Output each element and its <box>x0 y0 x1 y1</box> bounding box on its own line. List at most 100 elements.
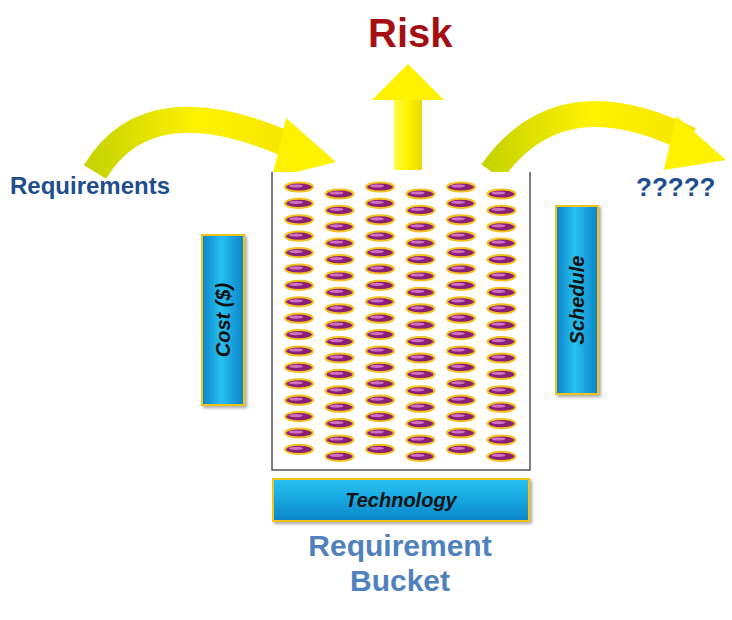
bead-highlight <box>451 250 465 253</box>
bead <box>447 428 475 437</box>
bead <box>366 412 394 421</box>
bead <box>447 330 475 339</box>
bead <box>285 297 313 306</box>
bead <box>326 304 354 313</box>
bead <box>447 232 475 241</box>
bead-highlight <box>411 290 425 293</box>
bead-highlight <box>330 257 344 260</box>
bead <box>366 428 394 437</box>
bead <box>407 435 435 444</box>
bead <box>447 264 475 273</box>
bead <box>366 330 394 339</box>
bead-highlight <box>330 405 344 408</box>
bead-highlight <box>330 437 344 440</box>
technology-bar: Technology <box>272 478 530 522</box>
bead <box>326 288 354 297</box>
bead <box>366 396 394 405</box>
bead-highlight <box>451 414 465 417</box>
bead <box>366 379 394 388</box>
bead-highlight <box>330 454 344 457</box>
bead-highlight <box>411 241 425 244</box>
bead <box>366 182 394 191</box>
bead-highlight <box>451 234 465 237</box>
bead <box>488 435 516 444</box>
bead-highlight <box>451 283 465 286</box>
risk-label: Risk <box>368 10 453 56</box>
bead <box>326 222 354 231</box>
bead <box>488 222 516 231</box>
bead-highlight <box>370 316 384 319</box>
bead-highlight <box>289 283 303 286</box>
bead <box>447 297 475 306</box>
bead <box>488 386 516 395</box>
bead-highlight <box>289 430 303 433</box>
bead <box>326 271 354 280</box>
bead <box>447 215 475 224</box>
bead <box>285 182 313 191</box>
bead <box>447 346 475 355</box>
bead-highlight <box>492 454 506 457</box>
bead <box>366 199 394 208</box>
bead-highlight <box>330 355 344 358</box>
bead <box>407 189 435 198</box>
bead <box>285 215 313 224</box>
bead-highlight <box>492 339 506 342</box>
bead <box>285 248 313 257</box>
bead-highlight <box>289 184 303 187</box>
bead <box>326 370 354 379</box>
output-arrowhead <box>664 116 726 170</box>
bead <box>488 452 516 461</box>
bead <box>407 370 435 379</box>
bead <box>407 386 435 395</box>
bead <box>326 255 354 264</box>
bead-highlight <box>330 191 344 194</box>
bead <box>488 370 516 379</box>
bead-highlight <box>330 372 344 375</box>
bead <box>326 435 354 444</box>
bead <box>407 255 435 264</box>
bead <box>488 403 516 412</box>
bead-highlight <box>451 316 465 319</box>
bead-highlight <box>492 405 506 408</box>
bead <box>285 346 313 355</box>
bead-highlight <box>289 250 303 253</box>
bead <box>366 363 394 372</box>
bead-highlight <box>411 224 425 227</box>
bead-highlight <box>289 266 303 269</box>
bead <box>366 264 394 273</box>
bead-highlight <box>411 191 425 194</box>
bead-highlight <box>411 273 425 276</box>
bead-highlight <box>492 273 506 276</box>
bead <box>488 271 516 280</box>
input-label: Requirements <box>10 172 170 200</box>
bead-highlight <box>411 306 425 309</box>
bead <box>447 199 475 208</box>
bead-highlight <box>330 273 344 276</box>
risk-arrow-shaft <box>394 98 422 170</box>
bead-highlight <box>330 241 344 244</box>
bead-highlight <box>370 299 384 302</box>
bead-highlight <box>411 372 425 375</box>
bead-highlight <box>370 414 384 417</box>
bead-highlight <box>289 234 303 237</box>
bead-highlight <box>411 421 425 424</box>
bead <box>326 353 354 362</box>
bead <box>488 239 516 248</box>
bead-highlight <box>289 414 303 417</box>
bead-highlight <box>370 332 384 335</box>
bead <box>407 419 435 428</box>
bead-highlight <box>289 316 303 319</box>
bead <box>366 248 394 257</box>
bead-highlight <box>330 306 344 309</box>
bead <box>488 304 516 313</box>
bead <box>447 281 475 290</box>
bead-highlight <box>330 290 344 293</box>
risk-arrowhead <box>372 64 444 100</box>
bead-highlight <box>451 266 465 269</box>
bead-highlight <box>492 290 506 293</box>
bead <box>326 452 354 461</box>
bead <box>447 314 475 323</box>
bead <box>326 386 354 395</box>
